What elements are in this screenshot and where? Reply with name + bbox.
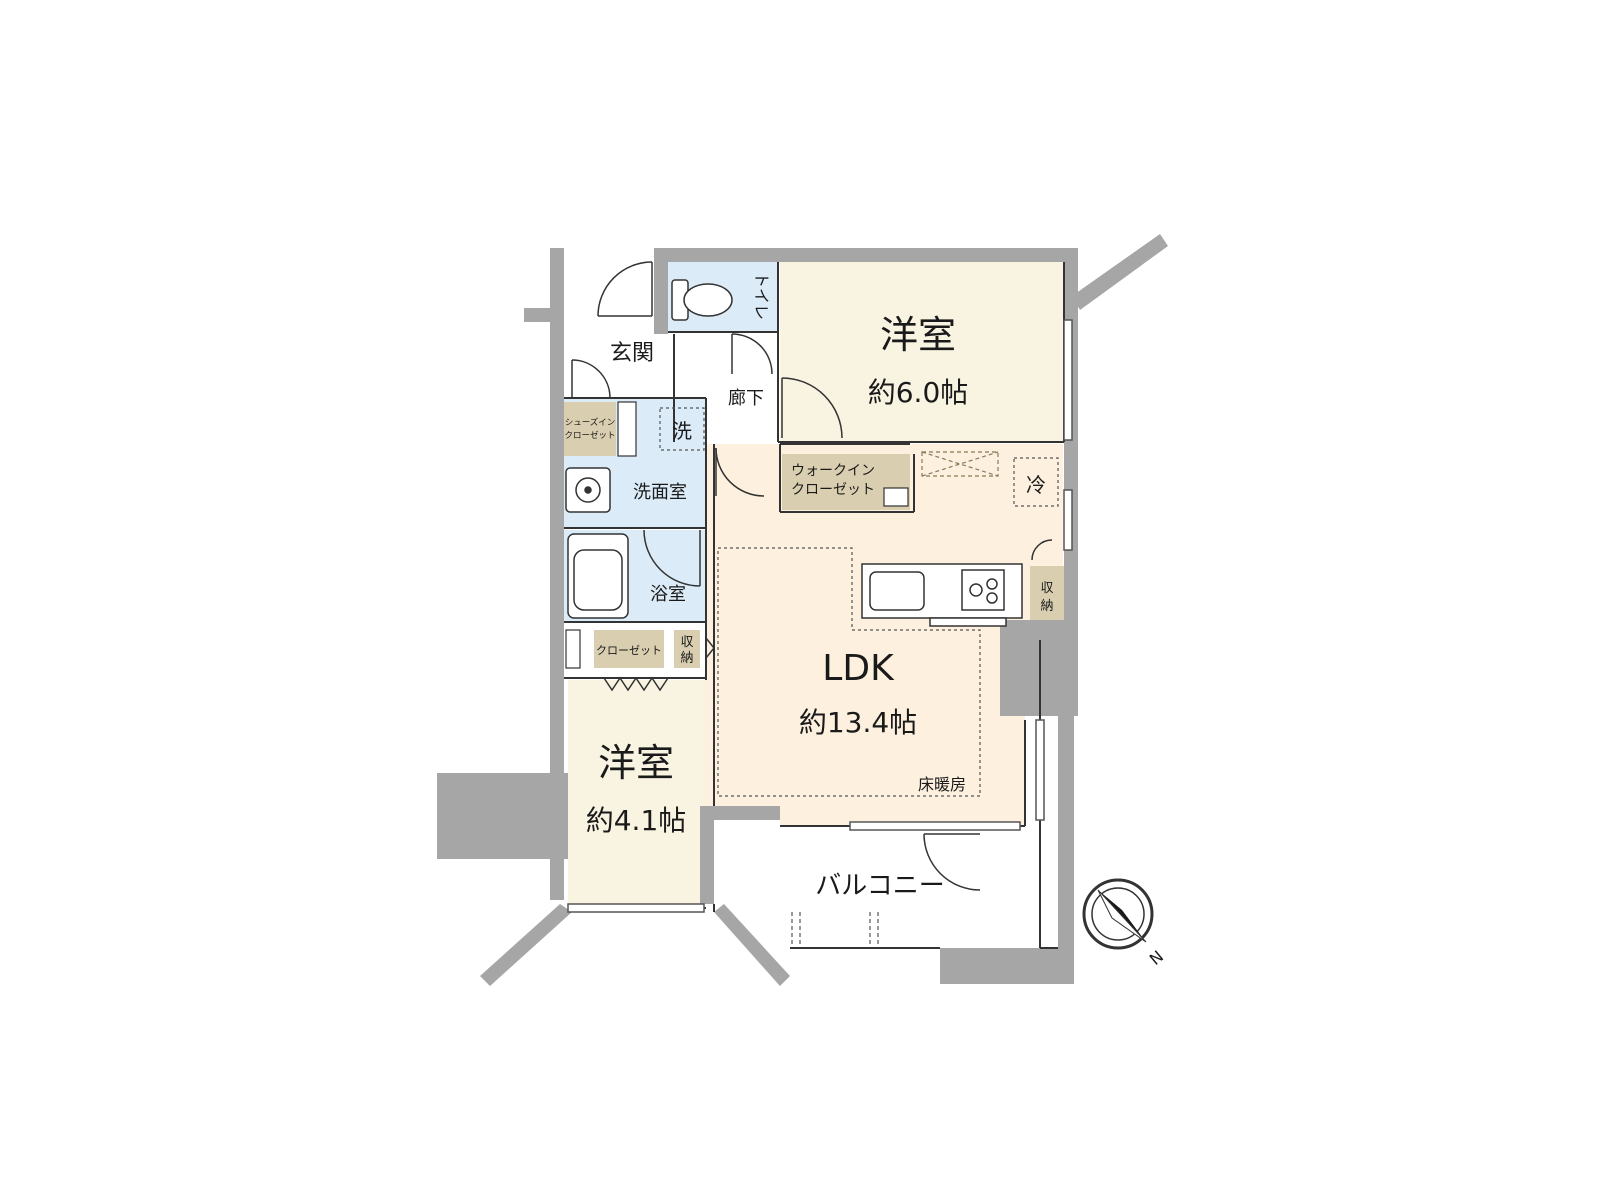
upper-cabinet bbox=[921, 451, 999, 477]
western-room-2-size: 約4.1帖 bbox=[586, 804, 687, 837]
western-room-1-name: 洋室 bbox=[880, 313, 956, 357]
western-room-1-floor bbox=[780, 262, 1063, 442]
bathroom-label: 浴室 bbox=[650, 584, 686, 605]
ldk-size: 約13.4帖 bbox=[799, 706, 917, 739]
bathtub bbox=[567, 533, 629, 619]
hallway-label: 廊下 bbox=[728, 388, 764, 409]
ldk-floor bbox=[705, 444, 1063, 826]
shoes-closet-shelf bbox=[617, 401, 637, 457]
ldk-name: LDK bbox=[822, 648, 895, 689]
fridge-label: 冷 bbox=[1026, 473, 1046, 497]
windows bbox=[567, 319, 1073, 913]
floor-heating-label: 床暖房 bbox=[918, 775, 966, 794]
walk-in-closet-label-1: ウォークイン bbox=[791, 463, 875, 479]
western-room-2-name: 洋室 bbox=[598, 741, 674, 785]
compass-north-label: N bbox=[1146, 947, 1167, 969]
storage-b-floor bbox=[1030, 566, 1064, 622]
shoes-closet-floor bbox=[564, 402, 616, 456]
toilet-label: トイレ bbox=[752, 272, 771, 320]
western-room-1-size: 約6.0帖 bbox=[868, 376, 969, 409]
washer-area bbox=[659, 407, 705, 451]
closet-floor bbox=[594, 630, 664, 668]
walls bbox=[437, 234, 1168, 986]
closet-label: クローゼット bbox=[596, 644, 662, 657]
wash-basin bbox=[565, 467, 611, 513]
walk-in-closet-label-2: クローゼット bbox=[791, 482, 875, 498]
entrance-label: 玄関 bbox=[610, 341, 654, 366]
storage-a-floor bbox=[674, 630, 700, 668]
washer-label: 洗 bbox=[672, 419, 692, 443]
western-room-2-floor bbox=[568, 680, 705, 908]
storage-a-label-2: 納 bbox=[680, 651, 693, 666]
storage-b-label-2: 納 bbox=[1040, 599, 1053, 614]
shoes-closet-label-2: クローゼット bbox=[564, 430, 615, 441]
storage-b-label-1: 収 bbox=[1040, 581, 1053, 596]
closet-side-shelf bbox=[565, 629, 581, 669]
washroom-label: 洗面室 bbox=[633, 482, 687, 503]
balcony-dividers bbox=[791, 912, 879, 946]
compass-icon bbox=[1082, 878, 1154, 950]
kitchen-counter bbox=[861, 563, 1023, 627]
floor-heating-area bbox=[717, 547, 981, 797]
storage-a-label-1: 収 bbox=[680, 635, 693, 650]
toilet-fixture bbox=[671, 279, 733, 321]
shoes-closet-label-1: シューズイン bbox=[565, 417, 616, 428]
doors bbox=[571, 261, 1053, 891]
balcony-label: バルコニー bbox=[815, 871, 944, 901]
walk-in-closet-shelf bbox=[883, 487, 909, 507]
fridge-area bbox=[1013, 457, 1059, 507]
